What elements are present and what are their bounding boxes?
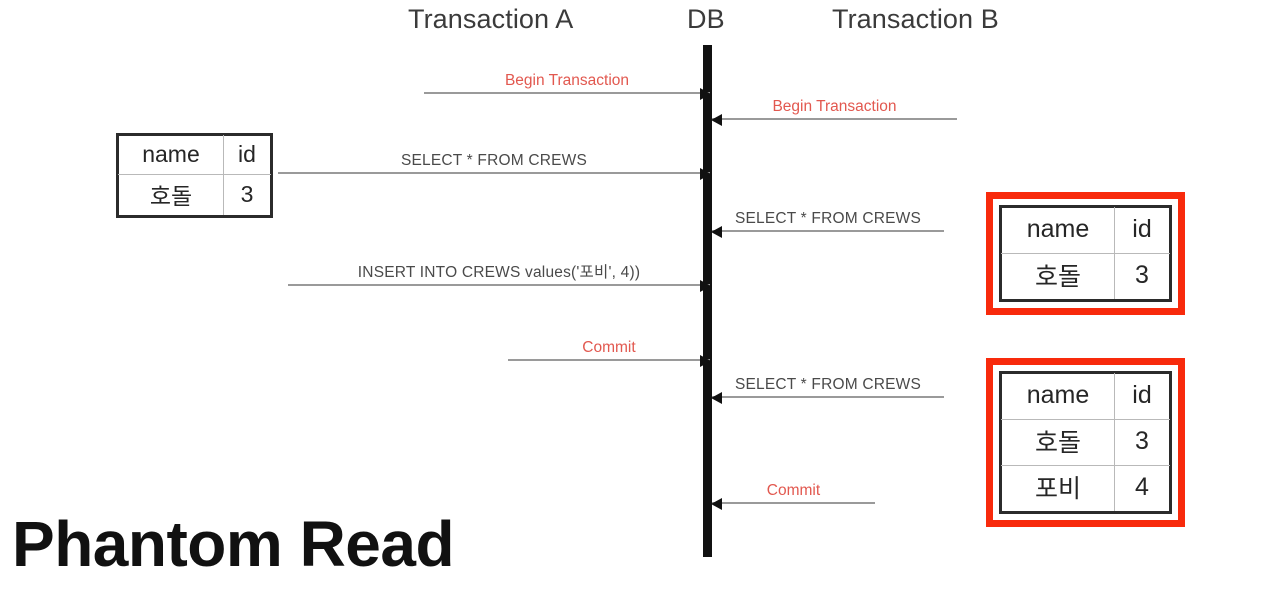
message-line	[278, 172, 710, 174]
table-row: 호돌 3	[1001, 253, 1170, 300]
arrowhead-right-icon	[700, 279, 711, 292]
arrowhead-right-icon	[700, 354, 711, 367]
message-select-transaction-a: SELECT * FROM CREWS	[278, 142, 711, 182]
arrowhead-right-icon	[700, 87, 711, 100]
result-table: name id 호돌 3	[1001, 207, 1170, 300]
column-header-id: id	[1114, 373, 1170, 420]
cell-id: 3	[1114, 419, 1170, 466]
column-header-id: id	[223, 135, 271, 175]
arrowhead-left-icon	[711, 391, 722, 404]
cell-id: 4	[1114, 465, 1170, 512]
message-line	[712, 230, 944, 232]
result-table-transaction-b-first: name id 호돌 3	[986, 192, 1185, 315]
result-table-transaction-a: name id 호돌 3	[116, 133, 273, 218]
column-title-database: DB	[687, 4, 725, 34]
message-label: SELECT * FROM CREWS	[734, 209, 922, 227]
message-select-transaction-b-second: SELECT * FROM CREWS	[711, 366, 944, 406]
column-header-id: id	[1114, 207, 1170, 254]
message-label: SELECT * FROM CREWS	[734, 375, 922, 393]
table-inner-frame: name id 호돌 3	[999, 205, 1172, 302]
cell-name: 호돌	[1001, 419, 1115, 466]
message-label: Begin Transaction	[772, 97, 897, 115]
table-header-row: name id	[118, 135, 271, 175]
cell-name: 포비	[1001, 465, 1115, 512]
arrowhead-right-icon	[700, 167, 711, 180]
table-row: 호돌 3	[1001, 419, 1170, 466]
result-table: name id 호돌 3	[118, 135, 271, 216]
column-title-transaction-a: Transaction A	[408, 4, 574, 34]
message-label: Commit	[766, 481, 821, 499]
diagram-caption: Phantom Read	[12, 508, 455, 580]
table-header-row: name id	[1001, 373, 1170, 420]
arrowhead-left-icon	[711, 113, 722, 126]
arrowhead-left-icon	[711, 225, 722, 238]
arrowhead-left-icon	[711, 497, 722, 510]
message-line	[712, 502, 875, 504]
table-header-row: name id	[1001, 207, 1170, 254]
message-label: SELECT * FROM CREWS	[400, 151, 588, 169]
message-begin-transaction-b: Begin Transaction	[711, 88, 957, 128]
message-line	[712, 118, 957, 120]
result-table: name id 호돌 3 포비 4	[1001, 373, 1170, 512]
message-begin-transaction-a: Begin Transaction	[424, 62, 711, 102]
cell-id: 3	[1114, 253, 1170, 300]
cell-name: 호돌	[118, 174, 224, 216]
message-line	[712, 396, 944, 398]
table-inner-frame: name id 호돌 3 포비 4	[999, 371, 1172, 514]
message-line	[508, 359, 710, 361]
message-line	[424, 92, 710, 94]
result-table-transaction-b-second: name id 호돌 3 포비 4	[986, 358, 1185, 527]
message-line	[288, 284, 710, 286]
message-commit-transaction-a: Commit	[508, 329, 711, 369]
cell-id: 3	[223, 174, 271, 216]
column-header-name: name	[118, 135, 224, 175]
message-label: Commit	[582, 338, 636, 356]
message-commit-transaction-b: Commit	[711, 472, 875, 512]
column-header-name: name	[1001, 373, 1115, 420]
table-row-phantom: 포비 4	[1001, 465, 1170, 512]
message-label: INSERT INTO CREWS values('포비', 4))	[357, 263, 641, 281]
db-lifeline	[703, 45, 712, 557]
table-row: 호돌 3	[118, 174, 271, 216]
message-select-transaction-b-first: SELECT * FROM CREWS	[711, 200, 944, 240]
message-label: Begin Transaction	[504, 71, 630, 89]
message-insert-transaction-a: INSERT INTO CREWS values('포비', 4))	[288, 254, 711, 294]
column-title-transaction-b: Transaction B	[832, 4, 999, 34]
column-header-name: name	[1001, 207, 1115, 254]
cell-name: 호돌	[1001, 253, 1115, 300]
